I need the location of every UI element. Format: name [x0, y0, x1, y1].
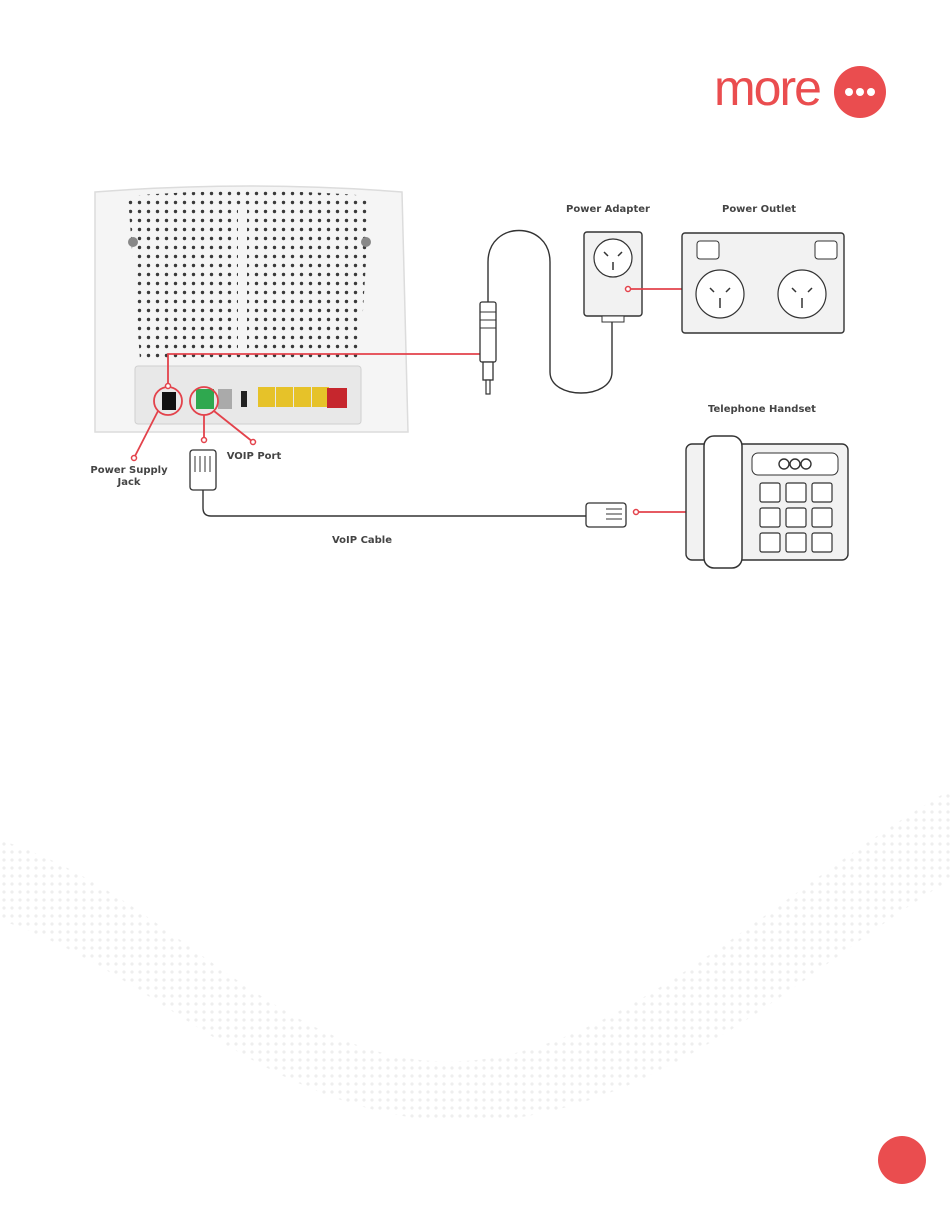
power-jack-port	[162, 392, 176, 410]
voip-port-green	[196, 389, 214, 409]
label-voip-cable: VoIP Cable	[332, 535, 392, 546]
label-power-outlet: Power Outlet	[722, 204, 796, 215]
label-telephone-handset: Telephone Handset	[708, 404, 816, 415]
page-corner-dot	[878, 1136, 926, 1184]
background-wave	[0, 760, 950, 1140]
power-adapter-icon	[584, 232, 642, 322]
router-icon	[95, 186, 408, 432]
rj11-plug-icon-phone	[586, 503, 626, 527]
telephone-icon	[686, 436, 848, 568]
label-voip-port: VOIP Port	[227, 451, 282, 462]
label-power-supply-jack-1: Power Supply	[90, 465, 168, 476]
label-power-adapter: Power Adapter	[566, 204, 650, 215]
power-outlet-icon	[682, 233, 844, 333]
label-power-supply-jack-2: Jack	[116, 477, 140, 488]
connection-diagram: Power Adapter Power Outlet Telephone Han…	[0, 0, 950, 600]
